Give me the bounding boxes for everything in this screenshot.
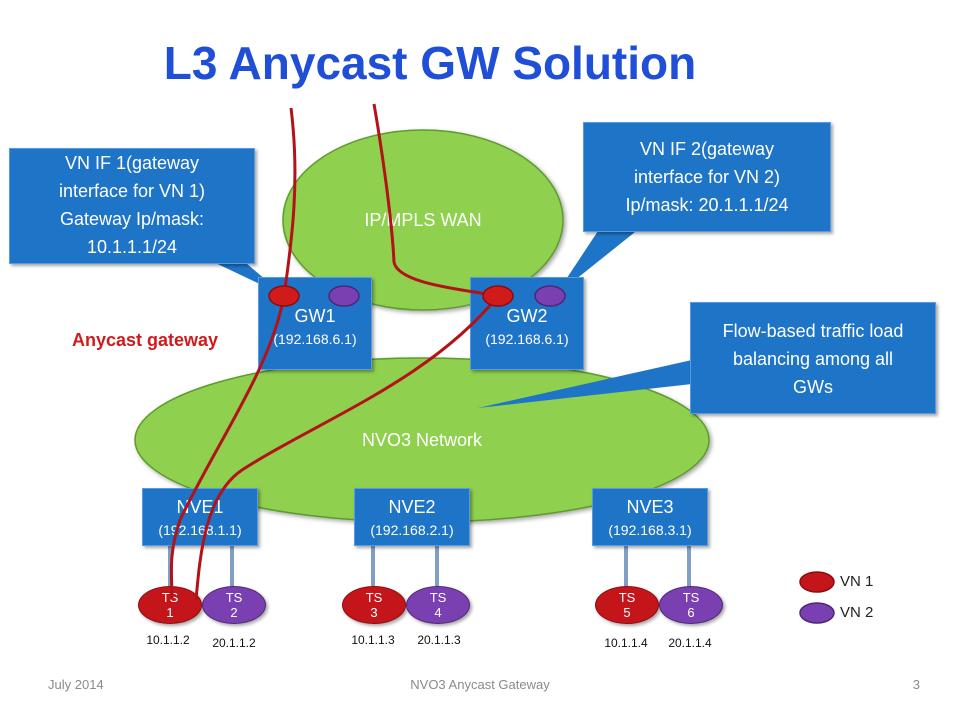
- tenant-system-ts2: TS 2: [202, 586, 266, 624]
- ts-number: 4: [434, 605, 442, 620]
- nve-ip: (192.168.1.1): [158, 522, 242, 538]
- gateway-name: GW2: [506, 306, 548, 326]
- gateway-ip: (192.168.6.1): [273, 331, 357, 347]
- callout-vn-if2: VN IF 2(gateway interface for VN 2) Ip/m…: [583, 122, 831, 232]
- footer-date: July 2014: [48, 677, 104, 692]
- callout-line: interface for VN 1): [58, 181, 206, 201]
- ts5-ip: 10.1.1.4: [604, 636, 648, 650]
- ts-number: 5: [623, 605, 631, 620]
- nvo3-label: NVO3 Network: [361, 430, 483, 450]
- wan-label: IP/MPLS WAN: [364, 210, 482, 230]
- nve-name: NVE1: [176, 497, 224, 517]
- ts-number: 2: [230, 605, 238, 620]
- callout-line: VN IF 1(gateway: [64, 153, 200, 173]
- callout-line: Flow-based traffic load: [722, 321, 904, 341]
- ts-number: 6: [687, 605, 695, 620]
- nve-nve2: NVE2 (192.168.2.1): [354, 488, 470, 546]
- ts4-ip: 20.1.1.3: [417, 633, 461, 647]
- anycast-gateway-label: Anycast gateway: [72, 330, 219, 350]
- ts1-ip: 10.1.1.2: [146, 633, 190, 647]
- slide-title: L3 Anycast GW Solution: [163, 37, 697, 89]
- callout-line: balancing among all: [732, 349, 894, 369]
- gateway-name: GW1: [294, 306, 336, 326]
- legend-vn1-label: VN 1: [840, 573, 874, 590]
- ts-label: TS: [225, 590, 243, 605]
- gateway-gw2: GW2 (192.168.6.1): [470, 277, 584, 370]
- callout-flow: Flow-based traffic load balancing among …: [690, 302, 936, 414]
- callout-line: interface for VN 2): [633, 167, 781, 187]
- ts-label: TS: [429, 590, 447, 605]
- footer-title: NVO3 Anycast Gateway: [410, 677, 550, 692]
- nve-nve3: NVE3 (192.168.3.1): [592, 488, 708, 546]
- ts3-ip: 10.1.1.3: [351, 633, 395, 647]
- legend-vn2-label: VN 2: [840, 604, 874, 621]
- tenant-system-ts6: TS 6: [659, 586, 723, 624]
- tenant-system-ts5: TS 5: [595, 586, 659, 624]
- footer-page-number: 3: [912, 677, 920, 692]
- ts-connectors: [168, 545, 691, 588]
- tenant-system-ts3: TS 3: [342, 586, 406, 624]
- callout-flow-pointer: [478, 360, 692, 408]
- ts-label: TS: [618, 590, 636, 605]
- ts-number: 1: [166, 605, 174, 620]
- callout-line: Gateway Ip/mask:: [59, 209, 205, 229]
- callout-line: Ip/mask: 20.1.1.1/24: [625, 195, 789, 215]
- callout-line: 10.1.1.1/24: [86, 237, 178, 257]
- ts-number: 3: [370, 605, 378, 620]
- callout-line: GWs: [793, 377, 833, 397]
- callout-vn-if1: VN IF 1(gateway interface for VN 1) Gate…: [9, 148, 255, 264]
- tenant-system-ts1: TS 1: [138, 586, 202, 624]
- nve-name: NVE3: [626, 497, 674, 517]
- gateway-gw1: GW1 (192.168.6.1): [258, 277, 372, 370]
- nve-name: NVE2: [388, 497, 436, 517]
- ts-label: TS: [682, 590, 700, 605]
- nve-ip: (192.168.2.1): [370, 522, 454, 538]
- callout-line: VN IF 2(gateway: [639, 139, 775, 159]
- gateway-ip: (192.168.6.1): [485, 331, 569, 347]
- tenant-system-ts4: TS 4: [406, 586, 470, 624]
- ts2-ip: 20.1.1.2: [212, 636, 256, 650]
- nve-ip: (192.168.3.1): [608, 522, 692, 538]
- ts-label: TS: [365, 590, 383, 605]
- nve-nve1: NVE1 (192.168.1.1): [142, 488, 258, 546]
- ts-label: TS: [161, 590, 179, 605]
- ts6-ip: 20.1.1.4: [668, 636, 712, 650]
